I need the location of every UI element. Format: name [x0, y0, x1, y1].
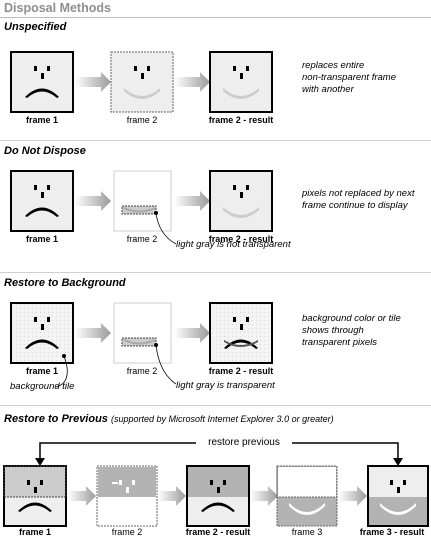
label-frame-3-result: frame 3 - result — [359, 527, 425, 537]
title-rule — [0, 17, 431, 18]
label-frame-2: frame 2 — [126, 115, 158, 125]
section-heading-unspecified: Unspecified — [4, 21, 67, 33]
unspecified-arrow-1 — [75, 72, 111, 92]
do-not-dispose-description: pixels not replaced by next frame contin… — [302, 188, 430, 212]
callout-light-gray-not-transparent: light gray is not transparent — [176, 239, 291, 250]
description-line: shows through — [302, 325, 364, 336]
label-frame-2-result: frame 2 - result — [208, 366, 274, 376]
callout-background-tile: background tile — [10, 381, 75, 392]
rtp-restore-arrow-left — [35, 442, 200, 466]
rtp-frame-1 — [3, 465, 67, 527]
description-line: replaces entire — [302, 60, 365, 71]
label-frame-2-result: frame 2 - result — [208, 234, 274, 244]
description-line: background color or tile — [302, 313, 401, 324]
label-frame-2: frame 2 — [126, 366, 158, 376]
label-frame-1: frame 1 — [25, 115, 59, 125]
heading-note: (supported by Microsoft Internet Explore… — [110, 414, 334, 424]
description-line: with another — [302, 84, 354, 95]
unspecified-frame-2-result — [209, 51, 273, 113]
rtp-arrow-3 — [251, 486, 278, 506]
description-line: transparent pixels — [302, 337, 377, 348]
unspecified-frame-2 — [110, 51, 174, 113]
label-frame-2-result: frame 2 - result — [185, 527, 251, 537]
label-frame-1: frame 1 — [25, 234, 59, 244]
callout-light-gray-transparent: light gray is transparent — [176, 380, 275, 391]
dnd-arrow-2 — [174, 191, 210, 211]
description-line: non-transparent frame — [302, 72, 396, 83]
rtp-frame-3-result — [367, 465, 429, 527]
rtb-arrow-2 — [174, 323, 210, 343]
rtb-frame-2-result — [209, 302, 273, 364]
label-frame-1: frame 1 — [18, 527, 52, 537]
label-frame-2: frame 2 — [111, 527, 143, 537]
rtp-frame-3 — [276, 465, 338, 527]
rtp-arrow-1 — [68, 486, 96, 506]
section-divider — [0, 272, 431, 273]
section-heading-restore-to-previous: Restore to Previous (supported by Micros… — [4, 413, 334, 425]
rtb-frame-2 — [113, 302, 177, 385]
dnd-frame-1 — [10, 170, 74, 232]
section-divider — [0, 140, 431, 141]
description-line: pixels not replaced by next — [302, 188, 415, 199]
label-frame-2-result: frame 2 - result — [208, 115, 274, 125]
restore-background-description: background color or tile shows through t… — [302, 313, 427, 349]
restore-previous-arrow-label: restore previous — [196, 437, 292, 448]
section-divider — [0, 405, 431, 406]
unspecified-description: replaces entire non-transparent frame wi… — [302, 60, 427, 96]
rtp-frame-2 — [96, 465, 158, 527]
label-frame-1: frame 1 — [25, 366, 59, 376]
heading-text: Restore to Previous — [4, 413, 108, 425]
description-line: frame continue to display — [302, 200, 408, 211]
rtb-arrow-1 — [75, 323, 111, 343]
rtp-restore-arrow-right — [288, 442, 403, 466]
label-frame-2: frame 2 — [126, 234, 158, 244]
rtp-arrow-4 — [339, 486, 367, 506]
dnd-frame-2 — [113, 170, 177, 245]
label-frame-3: frame 3 — [291, 527, 323, 537]
unspecified-arrow-2 — [175, 72, 210, 92]
rtp-arrow-2 — [158, 486, 186, 506]
unspecified-frame-1 — [10, 51, 74, 113]
dnd-frame-2-result — [209, 170, 273, 232]
rtb-frame-1 — [10, 302, 74, 388]
section-heading-restore-to-background: Restore to Background — [4, 277, 126, 289]
page-title: Disposal Methods — [4, 1, 111, 15]
rtp-frame-2-result — [186, 465, 250, 527]
dnd-arrow-1 — [75, 191, 111, 211]
section-heading-do-not-dispose: Do Not Dispose — [4, 145, 86, 157]
